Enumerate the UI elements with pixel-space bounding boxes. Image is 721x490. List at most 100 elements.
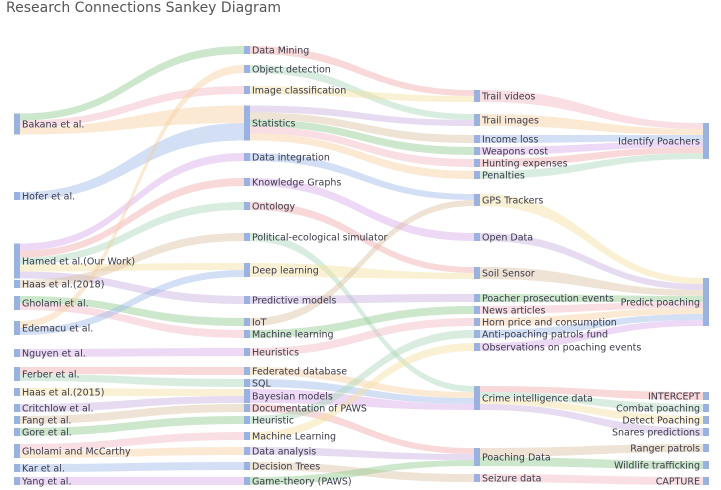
node-paws[interactable] xyxy=(244,404,250,412)
node-detect[interactable] xyxy=(703,416,709,424)
node-crimeintel[interactable] xyxy=(474,386,480,410)
node-label-objdet: Object detection xyxy=(252,65,331,76)
node-label-deeplearn: Deep learning xyxy=(252,266,319,277)
node-gps[interactable] xyxy=(474,194,480,206)
link-trailimg-to-identify xyxy=(480,114,703,135)
node-kar[interactable] xyxy=(14,464,20,472)
node-ML2[interactable] xyxy=(244,432,250,440)
node-trailvid[interactable] xyxy=(474,90,480,102)
node-bayes[interactable] xyxy=(244,389,250,403)
node-label-bayes: Bayesian models xyxy=(252,392,333,403)
node-gholami[interactable] xyxy=(14,296,20,310)
node-ferber[interactable] xyxy=(14,367,20,381)
node-edemacu[interactable] xyxy=(14,321,20,335)
link-poachingdata-to-wildlife xyxy=(480,457,703,469)
node-gore[interactable] xyxy=(14,428,20,436)
node-label-nguyen: Nguyen et al. xyxy=(22,349,86,360)
node-income[interactable] xyxy=(474,135,480,143)
node-gholamimc[interactable] xyxy=(14,444,20,458)
node-label-capture: CAPTURE xyxy=(656,477,700,488)
link-hamed-to-dataint xyxy=(20,153,244,251)
link-polsim-to-crimeintel xyxy=(250,233,474,392)
node-fang[interactable] xyxy=(14,416,20,424)
node-hofer[interactable] xyxy=(14,192,20,200)
node-ml[interactable] xyxy=(244,330,250,338)
node-sql[interactable] xyxy=(244,379,250,387)
node-objdet[interactable] xyxy=(244,65,250,73)
link-datamining-to-trailvid xyxy=(250,46,474,96)
node-poachingdata[interactable] xyxy=(474,448,480,466)
node-predict[interactable] xyxy=(703,278,709,326)
node-label-identify: Identify Poachers xyxy=(618,137,700,148)
node-label-intercept: INTERCEPT xyxy=(648,392,700,403)
diagram-title: Research Connections Sankey Diagram xyxy=(6,0,282,16)
node-label-dataanalysis: Data analysis xyxy=(252,447,316,458)
node-heuristics[interactable] xyxy=(244,348,250,356)
node-soil[interactable] xyxy=(474,267,480,279)
link-hamed-to-ontology xyxy=(20,202,244,265)
link-haas2018-to-polsim xyxy=(20,233,244,288)
link-poachingdata-to-ranger xyxy=(480,444,703,457)
node-iot[interactable] xyxy=(244,318,250,326)
node-yang[interactable] xyxy=(14,477,20,485)
node-statistics[interactable] xyxy=(244,105,250,141)
node-label-heuristics: Heuristics xyxy=(252,348,299,359)
node-bakana[interactable] xyxy=(14,113,20,135)
node-datamining[interactable] xyxy=(244,46,250,54)
node-hamed[interactable] xyxy=(14,243,20,279)
node-wildlife[interactable] xyxy=(703,461,709,469)
link-haas2015-to-bayes xyxy=(20,388,244,396)
link-kgraphs-to-opendata xyxy=(250,178,474,241)
node-opendata[interactable] xyxy=(474,233,480,241)
node-trailimg[interactable] xyxy=(474,114,480,126)
node-penalties[interactable] xyxy=(474,171,480,179)
node-weapons[interactable] xyxy=(474,147,480,155)
node-deeplearn[interactable] xyxy=(244,263,250,277)
node-label-ml: Machine learning xyxy=(252,330,334,341)
node-snares[interactable] xyxy=(703,428,709,436)
node-label-haas2015: Haas et al.(2015) xyxy=(22,388,104,399)
node-label-hunting: Hunting expenses xyxy=(482,159,568,170)
node-label-hofer: Hofer et al. xyxy=(22,192,75,203)
node-dtrees[interactable] xyxy=(244,462,250,470)
link-ferber-to-sql xyxy=(20,374,244,387)
node-imgclass[interactable] xyxy=(244,86,250,94)
node-capture[interactable] xyxy=(703,477,709,485)
node-predmodels[interactable] xyxy=(244,296,250,304)
node-polsim[interactable] xyxy=(244,233,250,241)
node-gametheory[interactable] xyxy=(244,477,250,485)
node-identify[interactable] xyxy=(703,123,709,159)
node-combat[interactable] xyxy=(703,404,709,412)
link-deeplearn-to-soil xyxy=(250,263,474,279)
node-label-ML2: Machine Learning xyxy=(252,432,336,443)
node-news[interactable] xyxy=(474,306,480,314)
node-hunting[interactable] xyxy=(474,159,480,167)
node-seizure[interactable] xyxy=(474,474,480,482)
links-layer xyxy=(20,46,703,485)
node-haas2015[interactable] xyxy=(14,388,20,396)
node-label-predict: Predict poaching xyxy=(621,298,700,309)
node-observations[interactable] xyxy=(474,343,480,351)
node-feddb[interactable] xyxy=(244,367,250,375)
node-label-predmodels: Predictive models xyxy=(252,296,336,307)
node-dataint[interactable] xyxy=(244,153,250,161)
node-critchlow[interactable] xyxy=(14,404,20,412)
node-prosecution[interactable] xyxy=(474,294,480,302)
link-news-to-predict xyxy=(480,302,703,314)
node-antipoach[interactable] xyxy=(474,330,480,338)
link-gholamimc-to-ML2 xyxy=(20,432,244,451)
node-label-opendata: Open Data xyxy=(482,233,533,244)
node-haas2018[interactable] xyxy=(14,280,20,288)
node-kgraphs[interactable] xyxy=(244,178,250,186)
node-ranger[interactable] xyxy=(703,444,709,452)
node-ontology[interactable] xyxy=(244,202,250,210)
node-horn[interactable] xyxy=(474,318,480,326)
node-heuristic[interactable] xyxy=(244,416,250,424)
node-label-crimeintel: Crime intelligence data xyxy=(482,394,593,405)
node-nguyen[interactable] xyxy=(14,349,20,357)
link-statistics-to-penalties xyxy=(250,133,474,179)
node-intercept[interactable] xyxy=(703,392,709,400)
node-dataanalysis[interactable] xyxy=(244,447,250,455)
node-label-detect: Detect Poaching xyxy=(622,416,700,427)
link-edemacu-to-deeplearn xyxy=(20,270,244,335)
